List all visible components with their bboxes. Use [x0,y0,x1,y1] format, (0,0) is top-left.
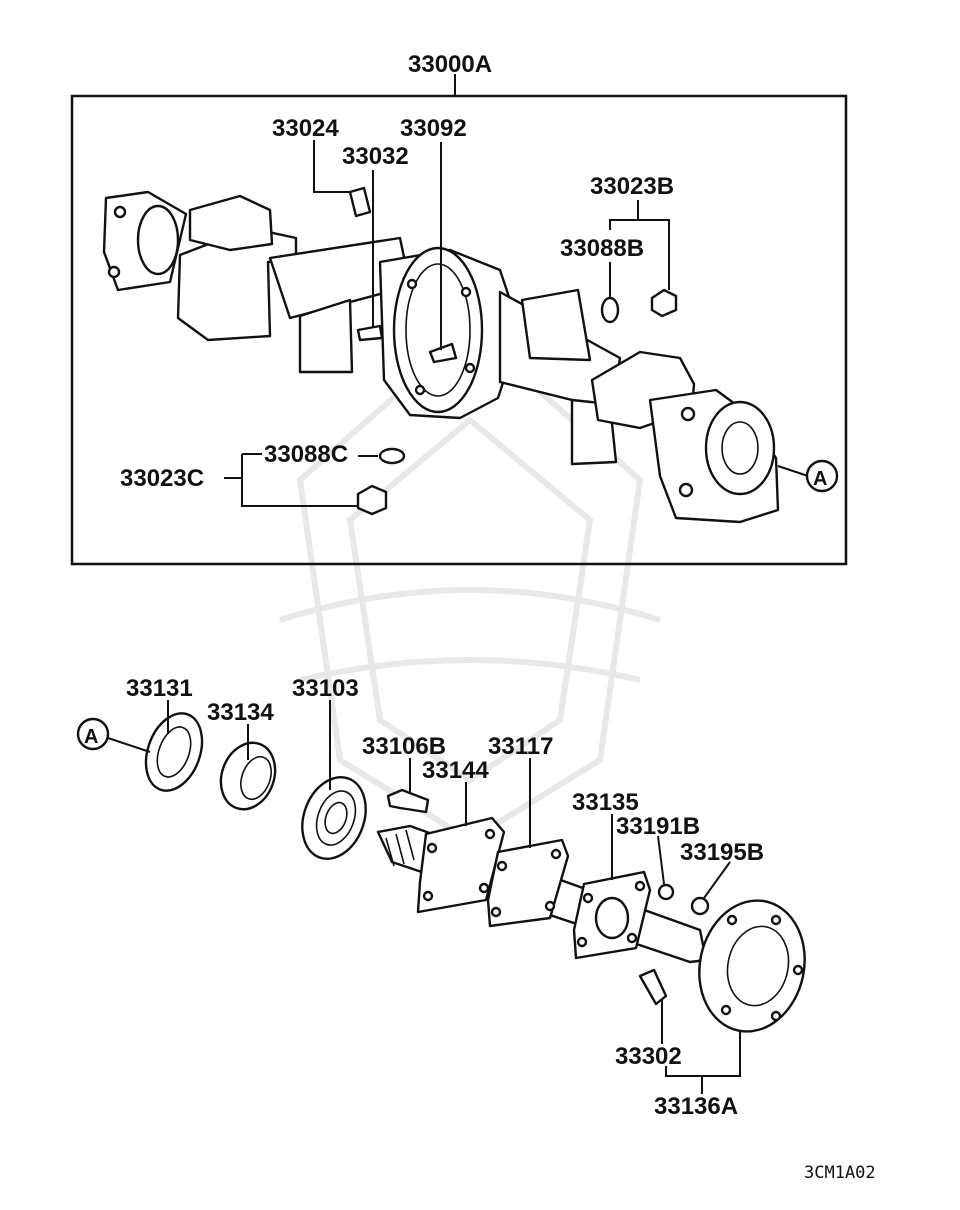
bearing-33103 [301,776,367,860]
drain-plug-33023B [650,288,678,318]
label-33136A: 33136A [654,1093,738,1120]
label-33088B: 33088B [560,235,644,262]
label-33144: 33144 [422,757,489,784]
axle-flange-33136A [698,899,806,1033]
bolt-33106B [386,788,430,814]
label-33103: 33103 [292,675,359,702]
label-33106B: 33106B [362,733,446,760]
ref-a-bottom-text: A [84,726,98,748]
label-33302: 33302 [615,1043,682,1070]
label-33134: 33134 [207,699,274,726]
label-33032: 33032 [342,143,409,170]
label-33191B: 33191B [616,813,700,840]
label-33023B: 33023B [590,173,674,200]
label-33092: 33092 [400,115,467,142]
gasket-33088B [600,296,620,324]
filler-plug-33023C [356,484,388,516]
gasket-33088C [378,447,406,465]
washer-33195B [690,896,710,916]
diagram-code: 3CM1A02 [804,1163,876,1183]
spacer-33134 [219,741,277,811]
label-33000A: 33000A [408,51,492,78]
label-33195B: 33195B [680,839,764,866]
axle-housing [102,190,780,524]
label-33117: 33117 [488,733,553,760]
hub-bolt-33302 [638,968,668,1006]
ref-a-top-text: A [813,468,827,490]
label-33024: 33024 [272,115,339,142]
label-33131: 33131 [126,675,193,702]
ref-circle-a-top [805,459,839,493]
assembly-frame [70,94,848,566]
breather-plug-33024 [348,186,372,218]
oil-seal-33131 [144,712,204,792]
ref-circle-a-bottom [76,717,110,751]
nut-33191B [657,883,675,901]
label-33023C: 33023C [120,465,204,492]
label-33088C: 33088C [264,441,348,468]
label-33135: 33135 [572,789,639,816]
